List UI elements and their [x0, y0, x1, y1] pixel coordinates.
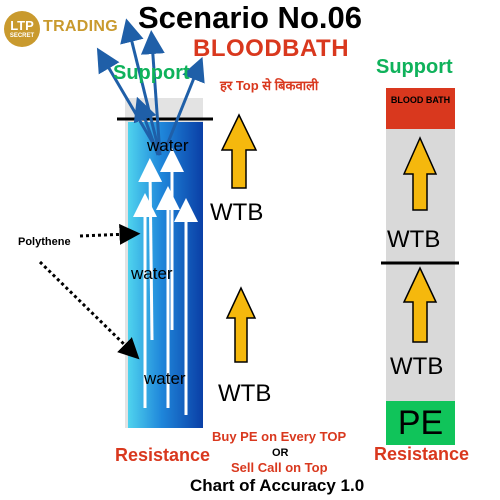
burst-arrow [133, 96, 160, 156]
polythene-label: Polythene [18, 236, 71, 248]
footer-caption: Chart of Accuracy 1.0 [190, 476, 365, 495]
logo-text-bottom: SECRET [9, 33, 35, 39]
note-sell-call: Sell Call on Top [231, 460, 328, 475]
page-title: Scenario No.06 [138, 0, 362, 35]
wtb-label: WTB [390, 353, 444, 380]
water-label: water [131, 264, 173, 283]
up-arrow-icon [220, 113, 258, 189]
burst-arrow [120, 18, 162, 156]
brand-logo: LTP SECRET [4, 11, 40, 47]
water-label: water [144, 369, 186, 388]
wtb-label: WTB [210, 199, 264, 226]
polythene-arrow-upper [79, 223, 141, 245]
right-support-label: Support [376, 56, 453, 78]
wtb-label: WTB [387, 226, 441, 253]
burst-arrow [163, 56, 205, 151]
up-arrow-icon [402, 136, 438, 211]
bloodbath-box: BLOOD BATH [386, 88, 455, 129]
pe-box: PE [386, 401, 455, 445]
note-or: OR [272, 447, 289, 459]
wtb-label: WTB [218, 380, 272, 407]
up-arrow-icon [225, 286, 257, 363]
right-resistance-label: Resistance [374, 444, 470, 464]
hindi-caption: हर Top से बिकवाली [220, 78, 319, 93]
left-resistance-label: Resistance [115, 445, 211, 465]
brand-name: TRADING [43, 18, 118, 35]
left-support-label: Support [113, 62, 190, 84]
water-arrow [138, 158, 163, 341]
burst-arrow [96, 47, 162, 156]
water-label: water [147, 136, 189, 155]
page-subtitle: BLOODBATH [193, 35, 350, 62]
up-arrow-icon [402, 266, 438, 343]
logo-text-top: LTP [10, 18, 34, 33]
note-buy-pe: Buy PE on Every TOP [212, 429, 347, 444]
polythene-arrow-lower [38, 260, 140, 360]
